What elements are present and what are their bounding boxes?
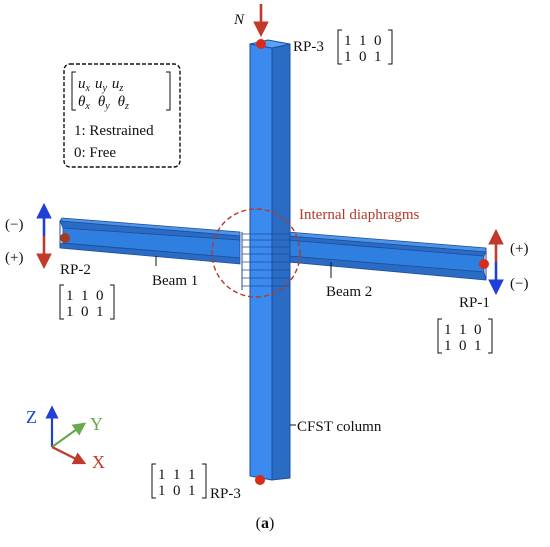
rp1-sign-top: (+) <box>510 241 528 257</box>
rp2-sign-top: (−) <box>5 217 23 233</box>
internal-diaphragms-label: Internal diaphragms <box>299 207 420 223</box>
rp3-top-row1: 1 1 0 <box>344 33 382 49</box>
rp1-row2: 1 0 1 <box>444 338 482 354</box>
rp3-bottom-row2: 1 0 1 <box>158 483 196 499</box>
x-axis-label: X <box>92 452 105 472</box>
rp2-row1: 1 1 0 <box>66 288 104 304</box>
rp3-top-point <box>256 39 266 49</box>
rp3-bottom-matrix: 1 1 1 1 0 1 <box>151 463 207 499</box>
rp3-bottom-label: RP-3 <box>210 486 241 502</box>
coordinate-axes: Z Y X <box>26 405 105 472</box>
cfst-column <box>241 39 291 481</box>
y-axis-arrow <box>51 422 87 448</box>
rp1-label: RP-1 <box>459 295 490 311</box>
figure-caption: (a) <box>256 515 275 532</box>
load-n-label: N <box>233 12 245 28</box>
rp2-row2: 1 0 1 <box>66 304 104 320</box>
rp3-top-matrix: 1 1 0 1 0 1 <box>337 29 393 65</box>
diaphragm-lines <box>242 233 290 287</box>
beam-1 <box>59 217 241 265</box>
rp1-matrix: 1 1 0 1 0 1 <box>437 318 493 354</box>
beam1-label: Beam 1 <box>152 273 198 289</box>
x-axis-arrow <box>51 446 87 465</box>
column-label: CFST column <box>297 419 382 435</box>
rp3-top-row2: 1 0 1 <box>344 49 382 65</box>
rp2-label: RP-2 <box>60 262 91 278</box>
legend-free: 0: Free <box>74 145 116 161</box>
beam2-label: Beam 2 <box>326 284 372 300</box>
legend-restrained: 1: Restrained <box>74 123 154 139</box>
y-axis-label: Y <box>90 414 103 434</box>
rp3-bottom-point <box>255 475 265 485</box>
rp1-point <box>479 259 489 269</box>
rp2-matrix: 1 1 0 1 0 1 <box>59 284 115 320</box>
rp1-sign-bottom: (−) <box>510 276 528 292</box>
rp3-bottom-row1: 1 1 1 <box>158 467 196 483</box>
rp1-row1: 1 1 0 <box>444 322 482 338</box>
rp3-top-label: RP-3 <box>293 39 324 55</box>
beam-2 <box>287 231 487 281</box>
rp2-sign-bottom: (+) <box>5 250 23 266</box>
rp2-point <box>60 233 70 243</box>
diaphragm-highlight-circle <box>211 208 301 298</box>
z-axis-label: Z <box>26 407 37 427</box>
